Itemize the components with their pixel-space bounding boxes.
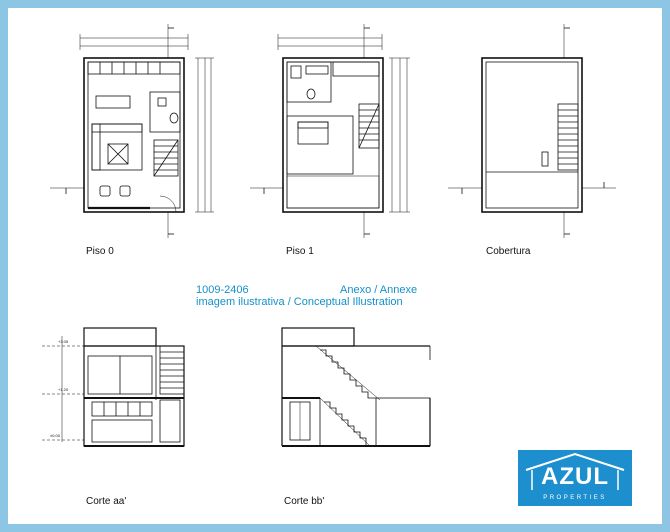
logo-wordmark: AZUL <box>541 463 609 490</box>
reference-code: 1009-2406 <box>196 284 249 296</box>
label-corte-bb: Corte bb' <box>284 496 325 507</box>
reference-subtitle: imagem ilustrativa / Conceptual Illustra… <box>196 296 403 308</box>
label-corte-aa: Corte aa' <box>86 496 127 507</box>
svg-text:±0.00: ±0.00 <box>50 433 61 438</box>
label-piso-1: Piso 1 <box>286 246 314 257</box>
azul-properties-logo: AZUL PROPERTIES <box>518 450 632 506</box>
plan-first-floor <box>250 24 410 238</box>
plan-roof <box>448 24 616 238</box>
house-roof-icon <box>525 452 625 490</box>
section-aa <box>42 327 185 447</box>
architectural-drawings: +3.05 +1.20 ±0.00 <box>42 24 616 447</box>
label-cobertura: Cobertura <box>486 246 531 257</box>
plan-ground-floor <box>50 24 214 238</box>
label-piso-0: Piso 0 <box>86 246 114 257</box>
reference-title: Anexo / Annexe <box>340 284 418 296</box>
svg-text:+1.20: +1.20 <box>58 387 69 392</box>
logo-subtitle: PROPERTIES <box>543 495 607 501</box>
svg-text:+3.05: +3.05 <box>58 339 69 344</box>
section-bb <box>281 327 431 447</box>
